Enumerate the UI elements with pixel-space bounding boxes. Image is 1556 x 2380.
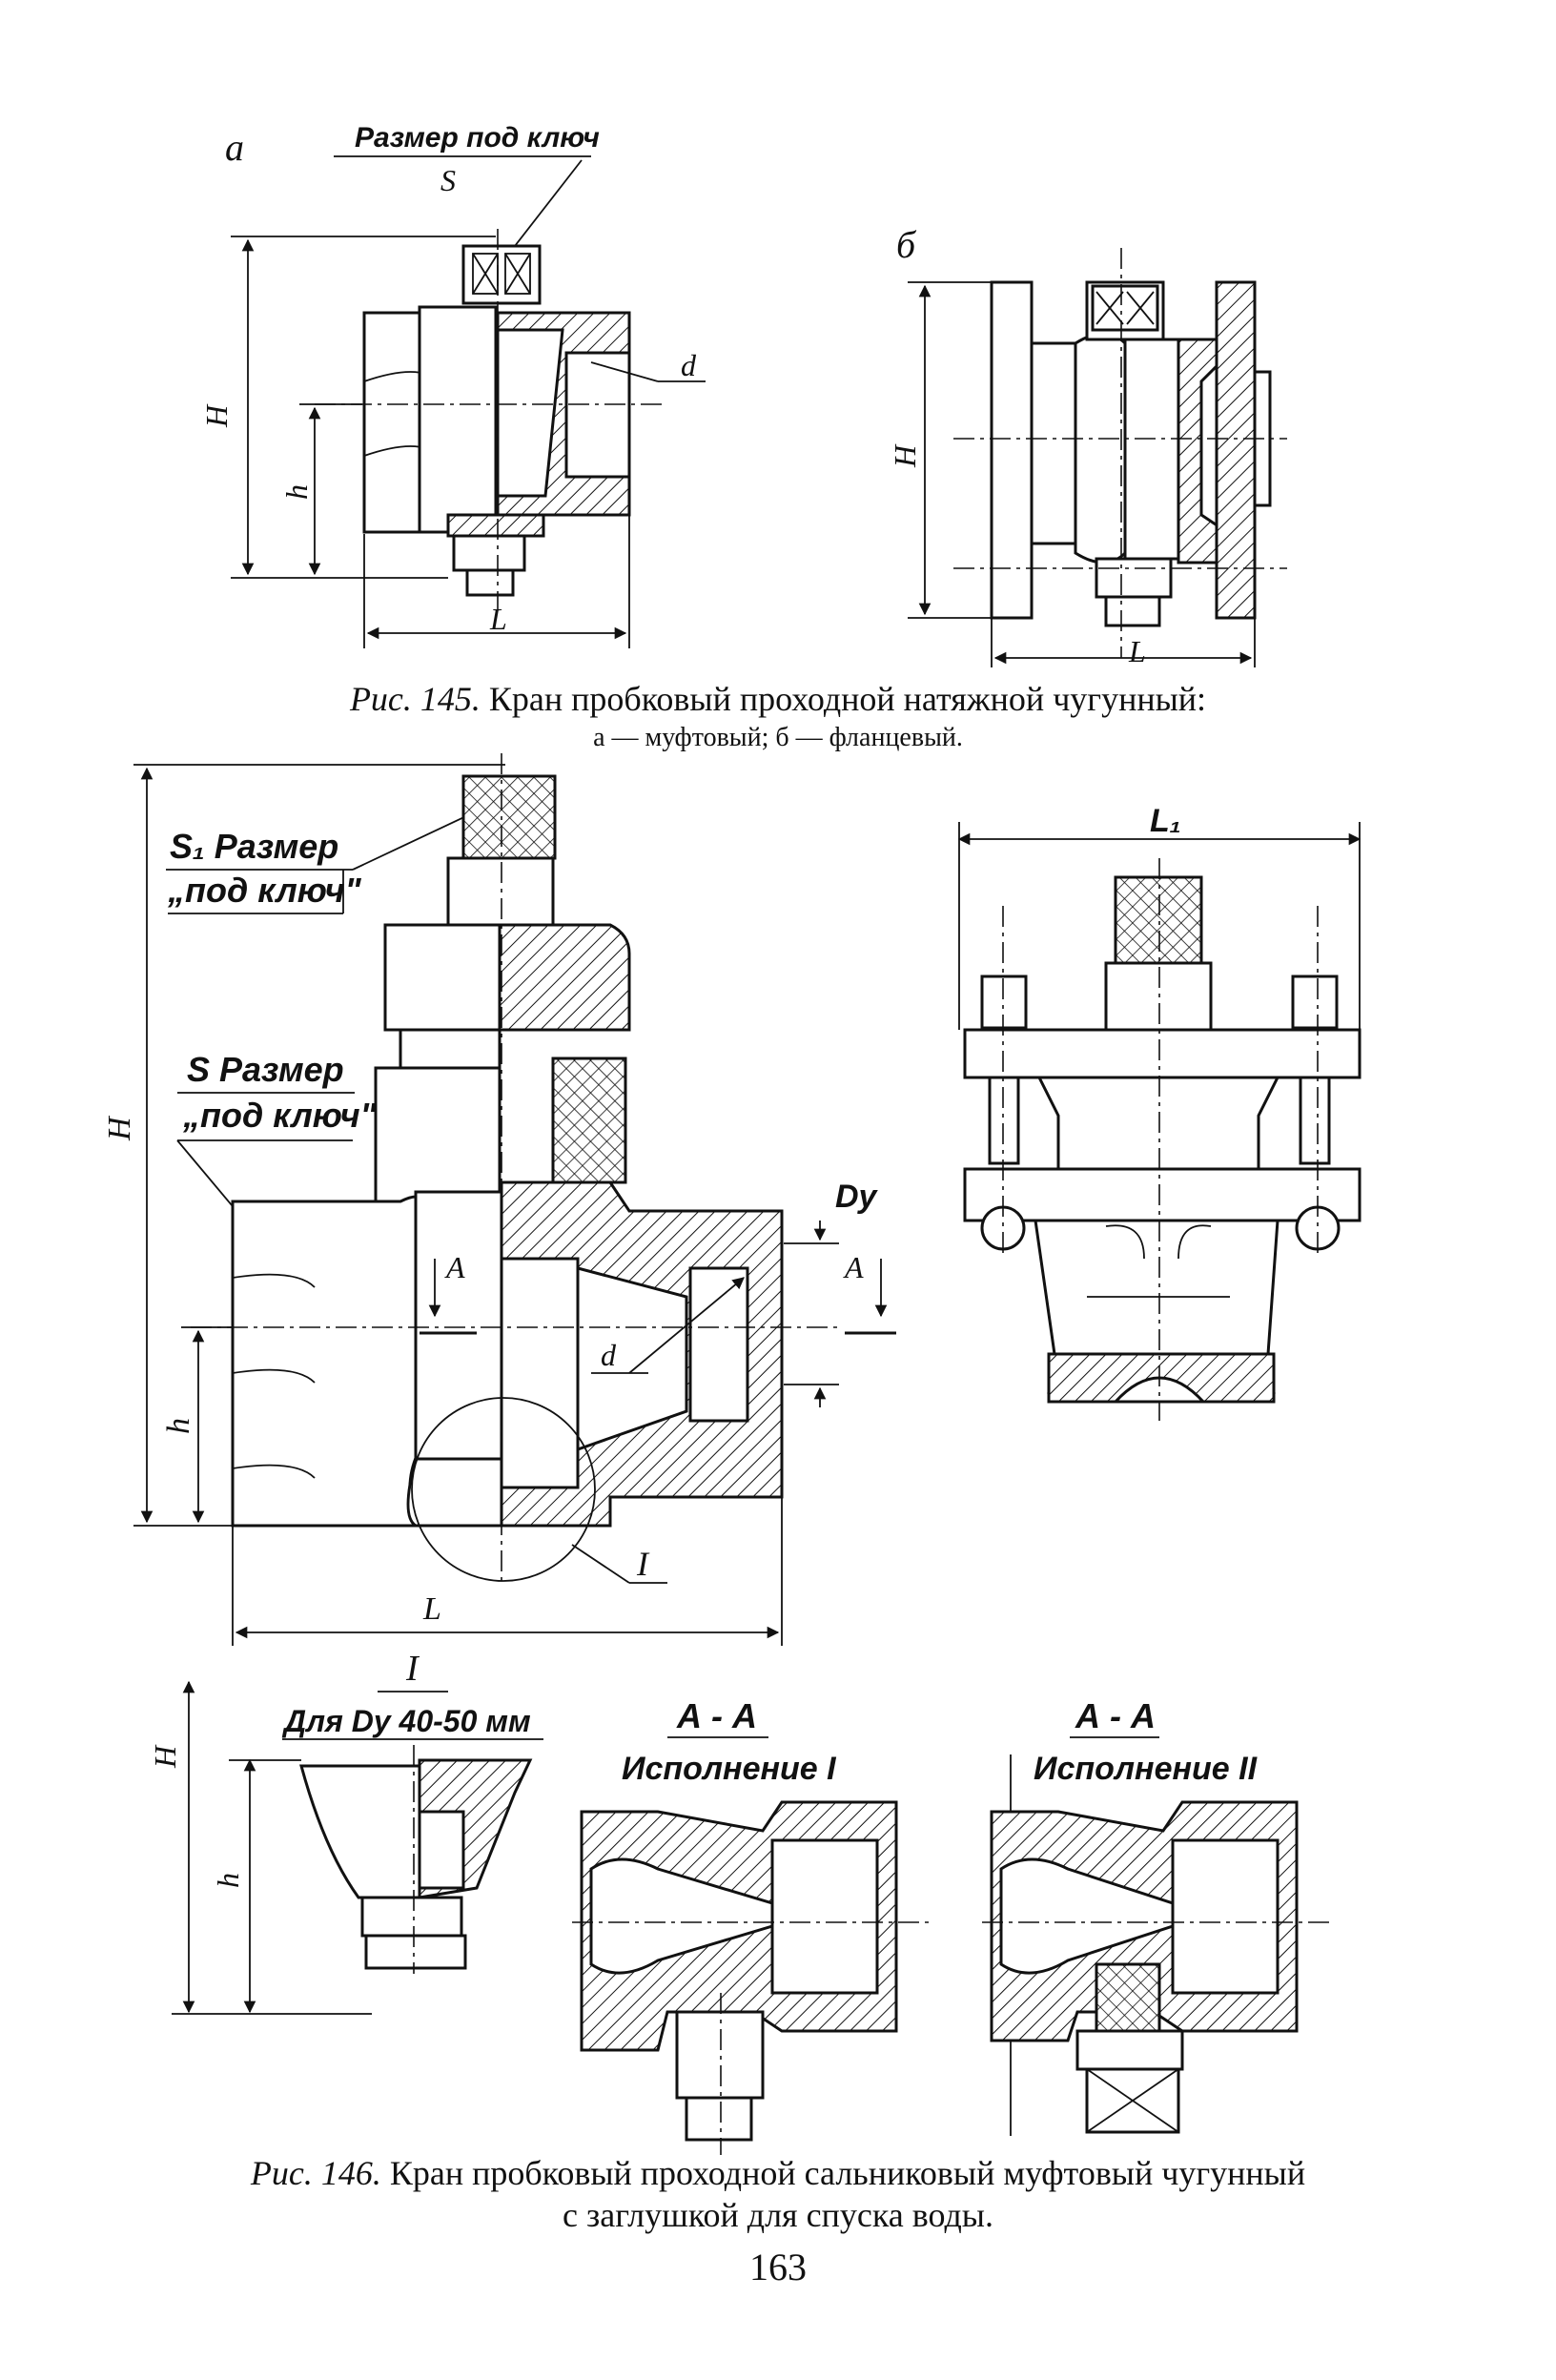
fig146-caption-2: с заглушкой для спуска воды.	[563, 2196, 993, 2234]
fig146-dim-H: H	[102, 1115, 137, 1141]
fig145-caption-sub: а — муфтовый; б — фланцевый.	[593, 723, 963, 752]
fig145-a-dim-L: L	[489, 602, 507, 636]
detail-sub: Для Dy 40-50 мм	[281, 1704, 531, 1738]
detail-I-callout: I	[636, 1545, 650, 1583]
fig146-main-drawing: S₁ Размер „под ключ" S Размер „под ключ"	[102, 753, 896, 1646]
detail-dim-H: H	[148, 1744, 182, 1769]
fig146-dim-L: L	[422, 1591, 441, 1627]
section2-title: А - А	[1075, 1696, 1156, 1735]
fig145-dim-d: d	[681, 348, 697, 382]
fig145-caption-text: Кран пробковый проходной натяжной чугунн…	[488, 680, 1207, 718]
fig145-caption: Рис. 145. Кран пробковый проходной натяж…	[0, 679, 1556, 719]
detail-I-drawing: I Для Dy 40-50 мм H h	[148, 1649, 543, 2015]
detail-title: I	[405, 1649, 420, 1689]
s-label: S Размер	[187, 1050, 344, 1089]
fig145-a-dim-h: h	[279, 484, 314, 500]
s1-label: S₁ Размер	[170, 827, 338, 866]
section-AA-1: А - А Исполнение I	[572, 1696, 934, 2155]
fig145-b-drawing: б H L	[888, 223, 1287, 668]
fig145-caption-num: Рис. 145.	[349, 680, 481, 718]
section2-sub: Исполнение II	[1034, 1751, 1259, 1787]
fig146-caption-text: Кран пробковый проходной сальниковый муф…	[389, 2154, 1306, 2192]
s-label2: „под ключ"	[182, 1096, 378, 1135]
detail-dim-h: h	[211, 1873, 245, 1888]
wrench-size-symbol: S	[440, 163, 456, 197]
fig145-a-dim-H: H	[199, 403, 234, 428]
section-A-right: A	[843, 1250, 864, 1284]
fig146-side-view: L₁	[957, 803, 1362, 1421]
dim-Dy: Dy	[835, 1179, 879, 1215]
section-AA-2: А - А Исполнение II	[982, 1696, 1335, 2136]
section-A-left: A	[444, 1250, 465, 1284]
s1-label2: „под ключ"	[167, 871, 362, 910]
fig145-label-b: б	[896, 223, 917, 266]
fig146-dim-h: h	[161, 1418, 196, 1434]
wrench-size-label: Размер под ключ	[355, 122, 600, 154]
fig146-caption: Рис. 146. Кран пробковый проходной сальн…	[0, 2153, 1556, 2193]
fig146-dim-d: d	[601, 1338, 617, 1372]
fig145-b-dim-L: L	[1128, 634, 1146, 668]
dim-L1: L₁	[1150, 803, 1181, 839]
fig145-b-dim-H: H	[888, 443, 922, 468]
page-number: 163	[749, 2246, 807, 2288]
fig145-a-drawing: а Размер под ключ S d H	[199, 122, 706, 648]
fig145-label-a: а	[225, 126, 244, 169]
section1-sub: Исполнение I	[622, 1751, 837, 1787]
section1-title: А - А	[676, 1696, 757, 1735]
fig146-caption-num: Рис. 146.	[250, 2154, 381, 2192]
